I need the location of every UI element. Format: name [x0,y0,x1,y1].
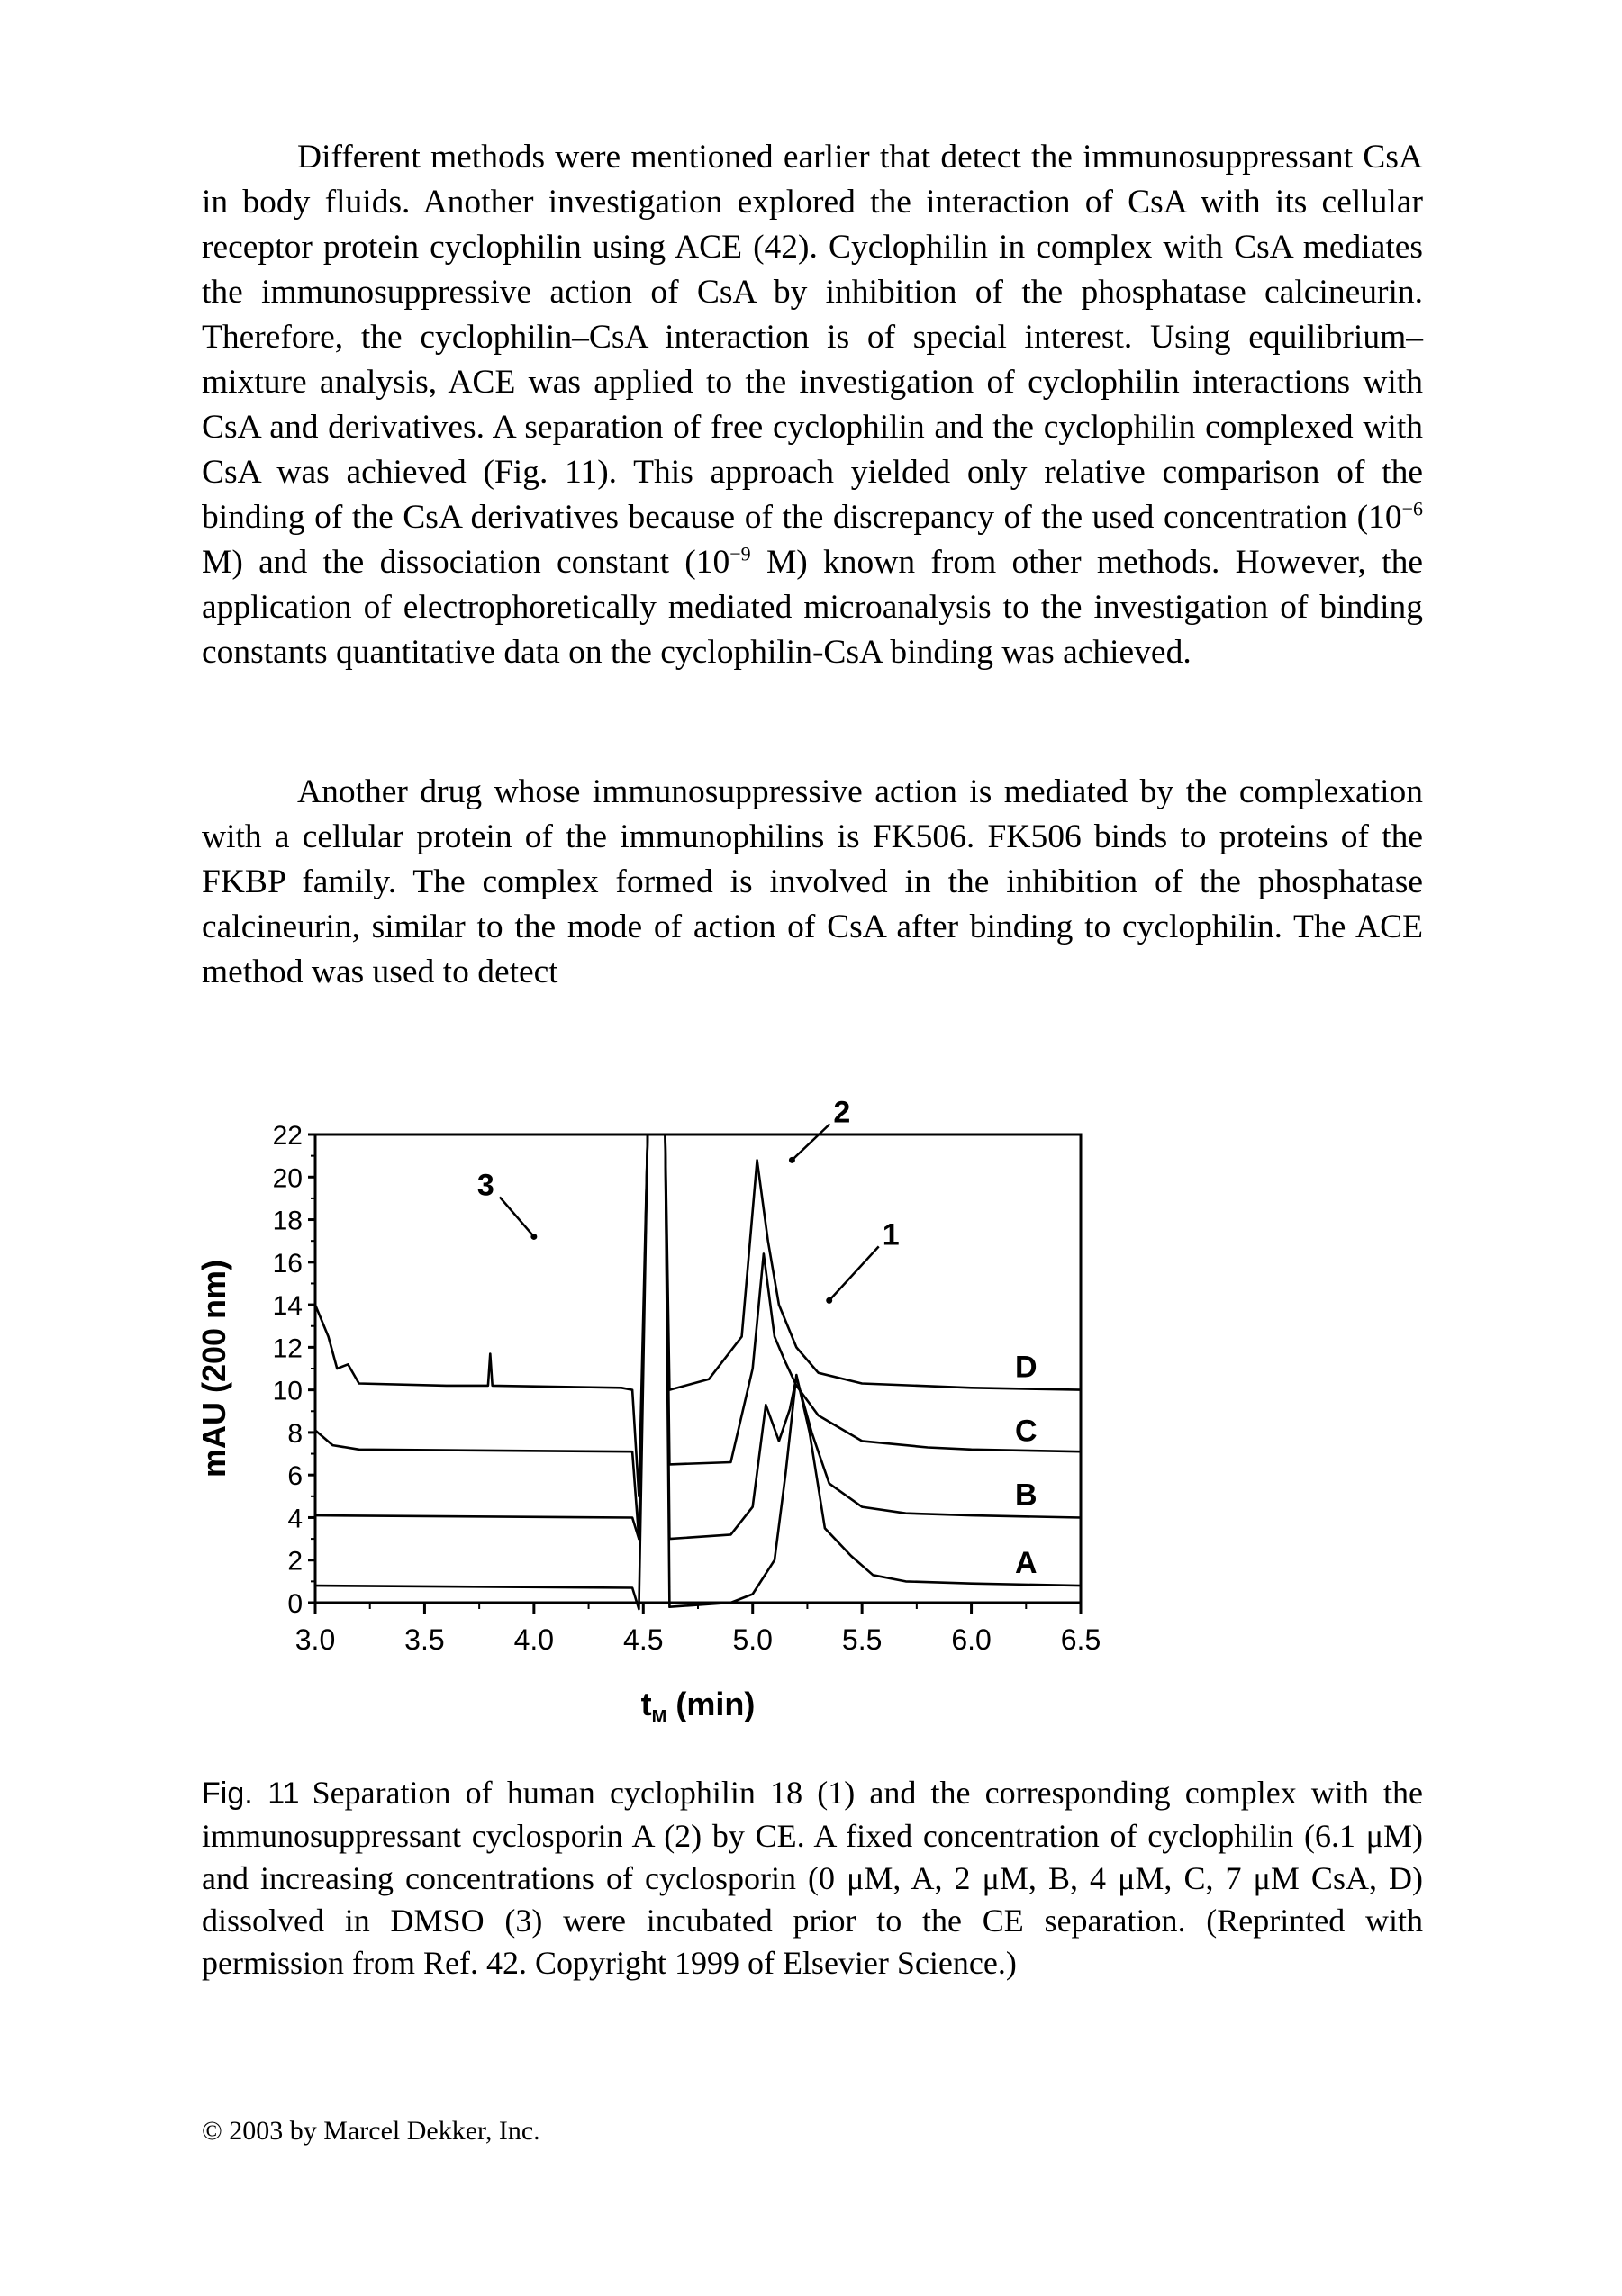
figure-label: Fig. 11 [202,1776,300,1811]
annotation-label-1: 1 [883,1217,900,1252]
trace-label-D: D [1015,1351,1038,1385]
x-tick-label-5.5: 5.5 [842,1623,882,1656]
chart-ticks: 0 2 4 6 8 10 12 14 16 18 20 22 3.0 3.5 4.0 4.5 5.0 5.5 6.0… [273,1121,1101,1656]
y-axis-title: mAU (200 nm) [195,1260,232,1478]
body-paragraph-2: Another drug whose immunosuppressive act… [202,773,1423,990]
y-tick-label-18: 18 [273,1207,303,1236]
annotation-label-2: 2 [833,1095,850,1129]
annotation-arrowhead-2 [788,1156,795,1163]
y-tick-label-12: 12 [273,1333,303,1363]
annotation-arrowhead-3 [530,1233,538,1240]
x-tick-label-3.5: 3.5 [404,1623,444,1656]
trace-label-A: A [1015,1546,1038,1580]
y-tick-label-2: 2 [287,1547,303,1577]
trace-label-B: B [1015,1478,1038,1512]
p1-superscript-1: −6 [1401,497,1423,520]
annotation-label-3: 3 [477,1168,494,1202]
p1-text-a: Different methods were mentioned earlier… [202,139,1423,536]
caption-text: Separation of human cyclophilin 18 (1) a… [202,1775,1423,1981]
x-tick-label-4.5: 4.5 [623,1623,663,1656]
chart-frame [313,1133,1083,1604]
x-tick-label-6.0: 6.0 [951,1623,991,1656]
chart-annotations: 1 2 3 [477,1095,900,1304]
x-tick-label-6.5: 6.5 [1061,1623,1101,1656]
body-paragraph-1: Different methods were mentioned earlier… [202,135,1423,675]
x-axis-title: tM (min) [641,1686,756,1727]
y-tick-label-16: 16 [273,1249,303,1279]
trace-label-C: C [1015,1415,1038,1449]
p1-superscript-2: −9 [729,542,751,565]
x-axis-title-unit: (min) [675,1686,755,1722]
annotation-arrowhead-1 [826,1297,833,1304]
x-axis-title-main: t [641,1686,652,1722]
x-tick-label-3.0: 3.0 [295,1623,335,1656]
trace-C [314,1133,1082,1541]
copyright-footer: © 2003 by Marcel Dekker, Inc. [202,2116,540,2146]
plot-frame [313,1133,1083,1604]
x-axis-title-subscript: M [652,1707,667,1727]
x-tick-label-4.0: 4.0 [514,1623,554,1656]
y-tick-label-0: 0 [287,1589,303,1619]
y-tick-label-20: 20 [273,1163,303,1193]
p1-text-b: M) and the dissociation constant (10 [202,544,730,581]
x-tick-label-5.0: 5.0 [732,1623,772,1656]
trace-D [313,1133,1082,1498]
annotation-arrow-3 [498,1196,535,1238]
y-tick-label-14: 14 [273,1291,303,1321]
y-tick-label-6: 6 [287,1461,303,1491]
p1-text-c: M) known from other methods. However, th… [202,544,1423,671]
y-tick-label-4: 4 [287,1504,303,1533]
trace-B [314,1133,1082,1541]
annotation-arrow-2 [791,1123,831,1162]
annotation-arrow-1 [828,1245,880,1302]
y-tick-label-10: 10 [273,1377,303,1406]
y-tick-label-22: 22 [273,1121,303,1151]
y-tick-label-8: 8 [287,1419,303,1449]
